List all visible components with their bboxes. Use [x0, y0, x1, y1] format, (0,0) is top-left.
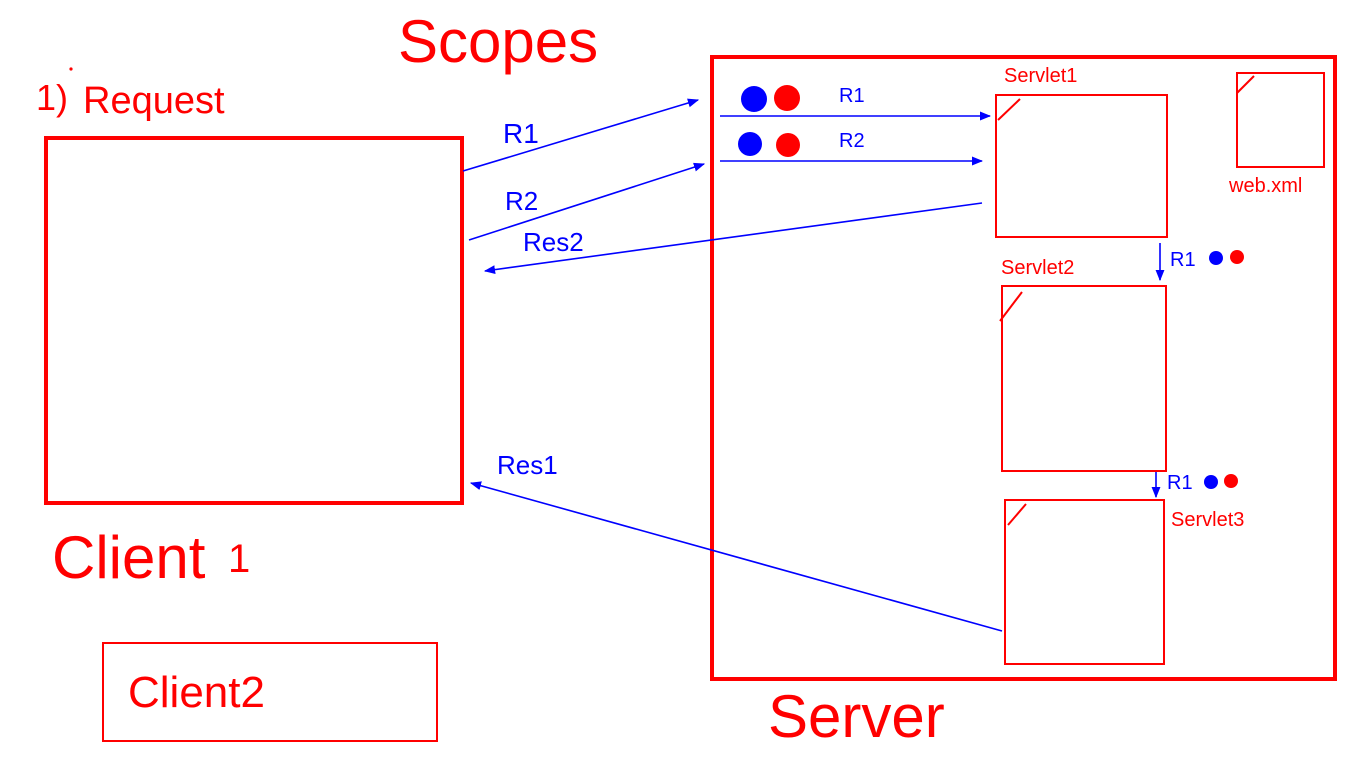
- client1-box: [44, 136, 464, 505]
- inner-request1-label: R1: [839, 85, 865, 107]
- inner-request2-label: R2: [839, 130, 865, 152]
- forward2-blue-dot: [1204, 475, 1218, 489]
- client2-box: [102, 642, 438, 742]
- servlet3-label: Servlet3: [1171, 509, 1244, 531]
- servlet2-label: Servlet2: [1001, 257, 1074, 279]
- servlet3-fold-mark: [1007, 503, 1027, 526]
- servlet2-fold-mark: [999, 291, 1023, 322]
- forward1-blue-dot: [1209, 251, 1223, 265]
- server-box: [710, 55, 1337, 681]
- forward1-red-dot: [1230, 250, 1244, 264]
- web-xml-box: [1236, 72, 1325, 168]
- servlet2-box: [1001, 285, 1167, 472]
- server-label: Server: [768, 683, 945, 750]
- servlet1-fold-mark: [997, 98, 1021, 121]
- client1-index: 1: [228, 537, 250, 581]
- servlet3-box: [1004, 499, 1165, 665]
- forward2-label: R1: [1167, 472, 1193, 494]
- servlet1-label: Servlet1: [1004, 65, 1077, 87]
- forward1-label: R1: [1170, 249, 1196, 271]
- step-number: 1): [36, 77, 68, 118]
- attr-blue-dot-r2: [738, 132, 762, 156]
- attr-red-dot-r1: [774, 85, 800, 111]
- response1-arrow: [469, 481, 1003, 632]
- client1-label: Client: [52, 524, 206, 591]
- servlet1-box: [995, 94, 1168, 238]
- attr-red-dot-r2: [776, 133, 800, 157]
- request2-label: R2: [505, 186, 538, 216]
- step-dot: [69, 67, 73, 71]
- web-xml-label: web.xml: [1228, 175, 1302, 197]
- attr-blue-dot-r1: [741, 86, 767, 112]
- forward2-red-dot: [1224, 474, 1238, 488]
- diagram-title: Scopes: [398, 8, 598, 75]
- request1-label: R1: [503, 118, 539, 149]
- response1-label: Res1: [497, 450, 558, 480]
- step-label: Request: [83, 80, 225, 122]
- response2-label: Res2: [523, 227, 584, 257]
- request2-arrow: [468, 162, 706, 241]
- web-xml-fold-mark: [1236, 75, 1255, 94]
- request1-arrow: [462, 98, 700, 172]
- response2-arrow: [483, 202, 983, 275]
- client2-label: Client2: [128, 668, 265, 717]
